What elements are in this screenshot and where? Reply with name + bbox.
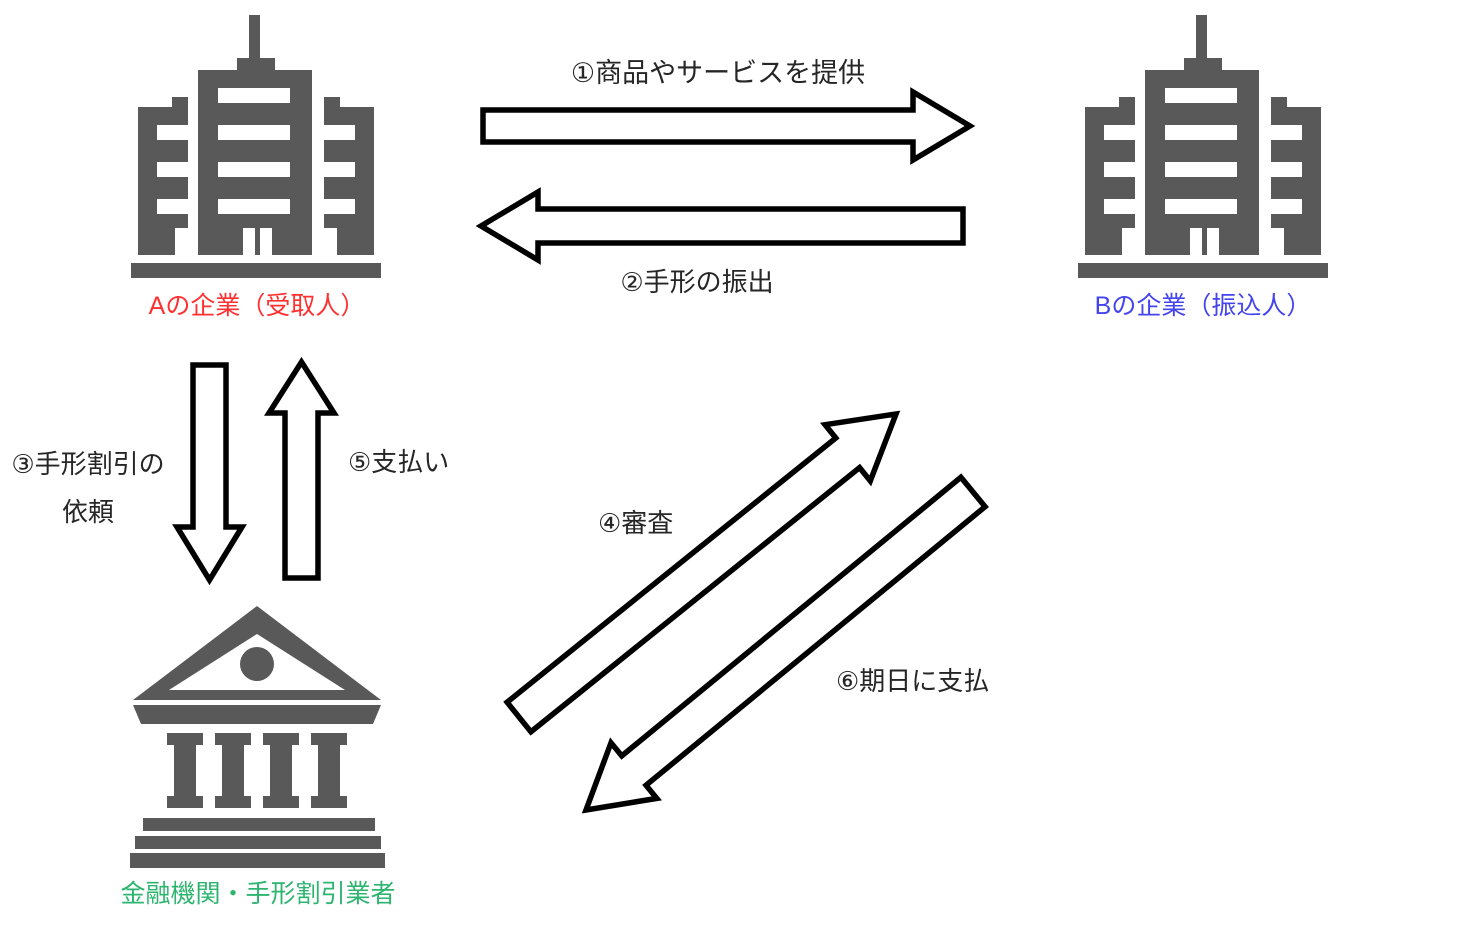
arrow-discount-request-down bbox=[172, 362, 247, 586]
arrow-payment-up bbox=[263, 356, 340, 581]
flow-label-issue-note: ②手形の振出 bbox=[620, 267, 774, 297]
flow-label-provide-goods: ①商品やサービスを提供 bbox=[570, 58, 866, 88]
flow-label-due-date-payment: ⑥期日に支払 bbox=[836, 666, 990, 696]
company-a-label: Aの企業（受取人） bbox=[148, 292, 366, 320]
company-a-building-icon bbox=[131, 10, 381, 278]
flow-label-payment: ⑤支払い bbox=[348, 447, 450, 477]
arrow-issue-note-left bbox=[475, 187, 966, 265]
flow-label-discount-request-line2: 依頼 bbox=[61, 497, 114, 527]
company-b-label: Bの企業（振込人） bbox=[1094, 292, 1312, 320]
arrow-due-date-payment-diagonal-down bbox=[581, 473, 989, 814]
arrow-provide-goods-right bbox=[480, 87, 976, 165]
bank-icon bbox=[123, 602, 387, 870]
arrow-screening-diagonal-up bbox=[503, 410, 901, 736]
flow-label-screening: ④審査 bbox=[598, 508, 674, 538]
flow-label-discount-request: ③手形割引の 依頼 bbox=[10, 440, 166, 536]
bank-label: 金融機関・手形割引業者 bbox=[120, 880, 396, 908]
company-b-building-icon bbox=[1078, 10, 1328, 278]
flow-label-discount-request-line1: ③手形割引の bbox=[11, 449, 165, 479]
